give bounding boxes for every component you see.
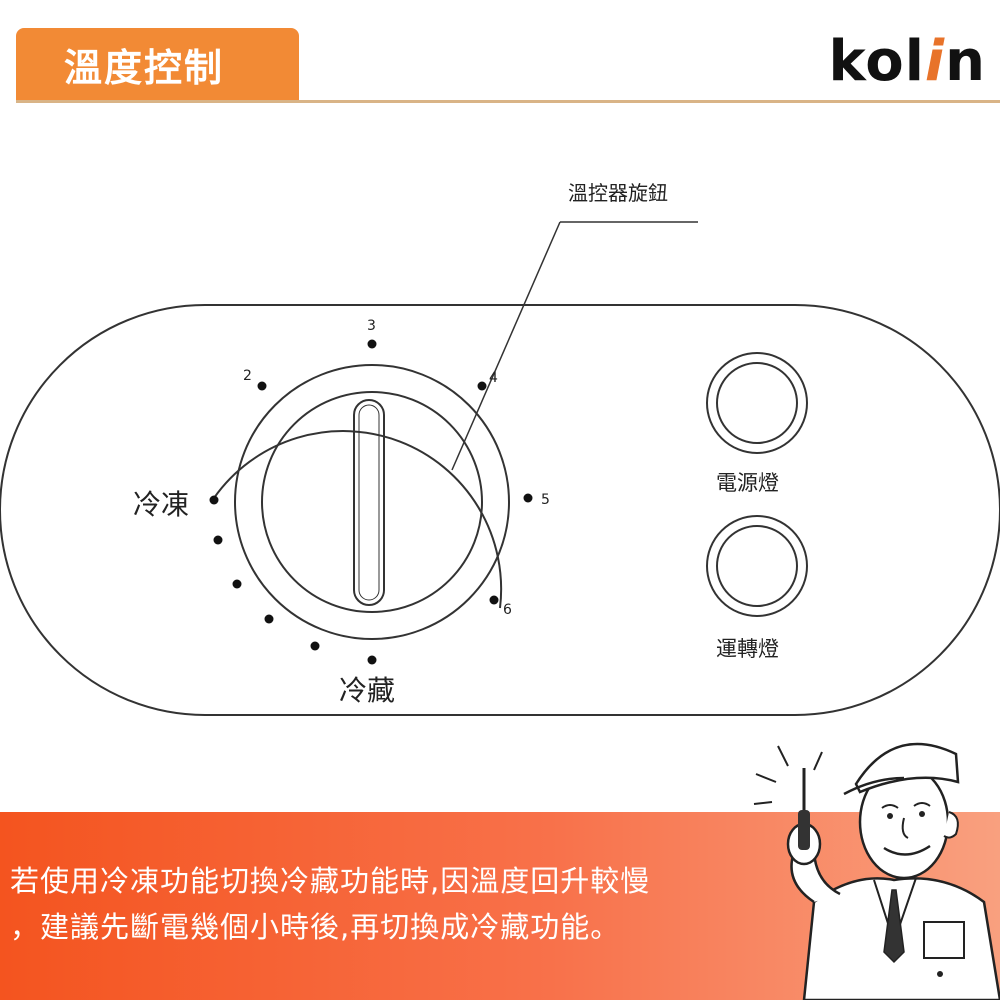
- dial-dot-low-1: [213, 535, 223, 545]
- knob-callout-leader: [451, 221, 561, 471]
- power-light-label: 電源燈: [716, 471, 779, 495]
- screwdriver-handle: [798, 810, 810, 850]
- knob-outer-ring: [234, 364, 510, 640]
- run-light-inner: [716, 525, 798, 607]
- header-divider: [16, 100, 1000, 103]
- power-light-inner: [716, 362, 798, 444]
- chill-label: 冷藏: [339, 674, 395, 707]
- knob-callout-label: 溫控器旋鈕: [568, 181, 668, 205]
- dial-number-3: 3: [367, 318, 376, 334]
- dial-number-6: 6: [503, 602, 512, 618]
- knob-grip-inner: [358, 404, 380, 601]
- notice-line-2: ，建議先斷電幾個小時後,再切換成冷藏功能。: [10, 910, 621, 944]
- freeze-label: 冷凍: [133, 488, 189, 521]
- dial-dot-chill: [367, 655, 377, 665]
- mechanic-illustration: [753, 742, 1000, 1000]
- section-title-tab: 溫度控制: [16, 28, 299, 100]
- knob-inner-ring: [261, 391, 483, 613]
- dial-dot-2: [257, 381, 267, 391]
- dial-dot-3: [367, 339, 377, 349]
- kolin-logo: kolin: [829, 34, 986, 90]
- dial-dot-freeze: [209, 495, 219, 505]
- dial-dot-low-3: [264, 614, 274, 624]
- power-light-outer: [706, 352, 808, 454]
- dial-dot-low-4: [310, 641, 320, 651]
- dial-number-4: 4: [489, 370, 498, 386]
- run-light-outer: [706, 515, 808, 617]
- dial-dot-low-2: [232, 579, 242, 589]
- notice-text: 若使用冷凍功能切換冷藏功能時,因溫度回升較慢 ，建議先斷電幾個小時後,再切換成冷…: [10, 858, 790, 950]
- control-panel-outline: [0, 304, 1000, 716]
- dial-number-5: 5: [541, 492, 550, 508]
- logo-text-prefix: kol: [828, 29, 925, 94]
- dial-number-2: 2: [243, 368, 252, 384]
- section-title: 溫度控制: [64, 45, 225, 90]
- dial-dot-6: [489, 595, 499, 605]
- dial-scale-arc: [213, 430, 503, 609]
- dial-dot-5: [523, 493, 533, 503]
- run-light-label: 運轉燈: [716, 637, 779, 661]
- knob-grip[interactable]: [353, 399, 385, 606]
- logo-text-accent: i: [924, 29, 946, 94]
- notice-line-1: 若使用冷凍功能切換冷藏功能時,因溫度回升較慢: [10, 864, 651, 898]
- logo-text-suffix: n: [945, 29, 986, 94]
- dial-dot-4: [477, 381, 487, 391]
